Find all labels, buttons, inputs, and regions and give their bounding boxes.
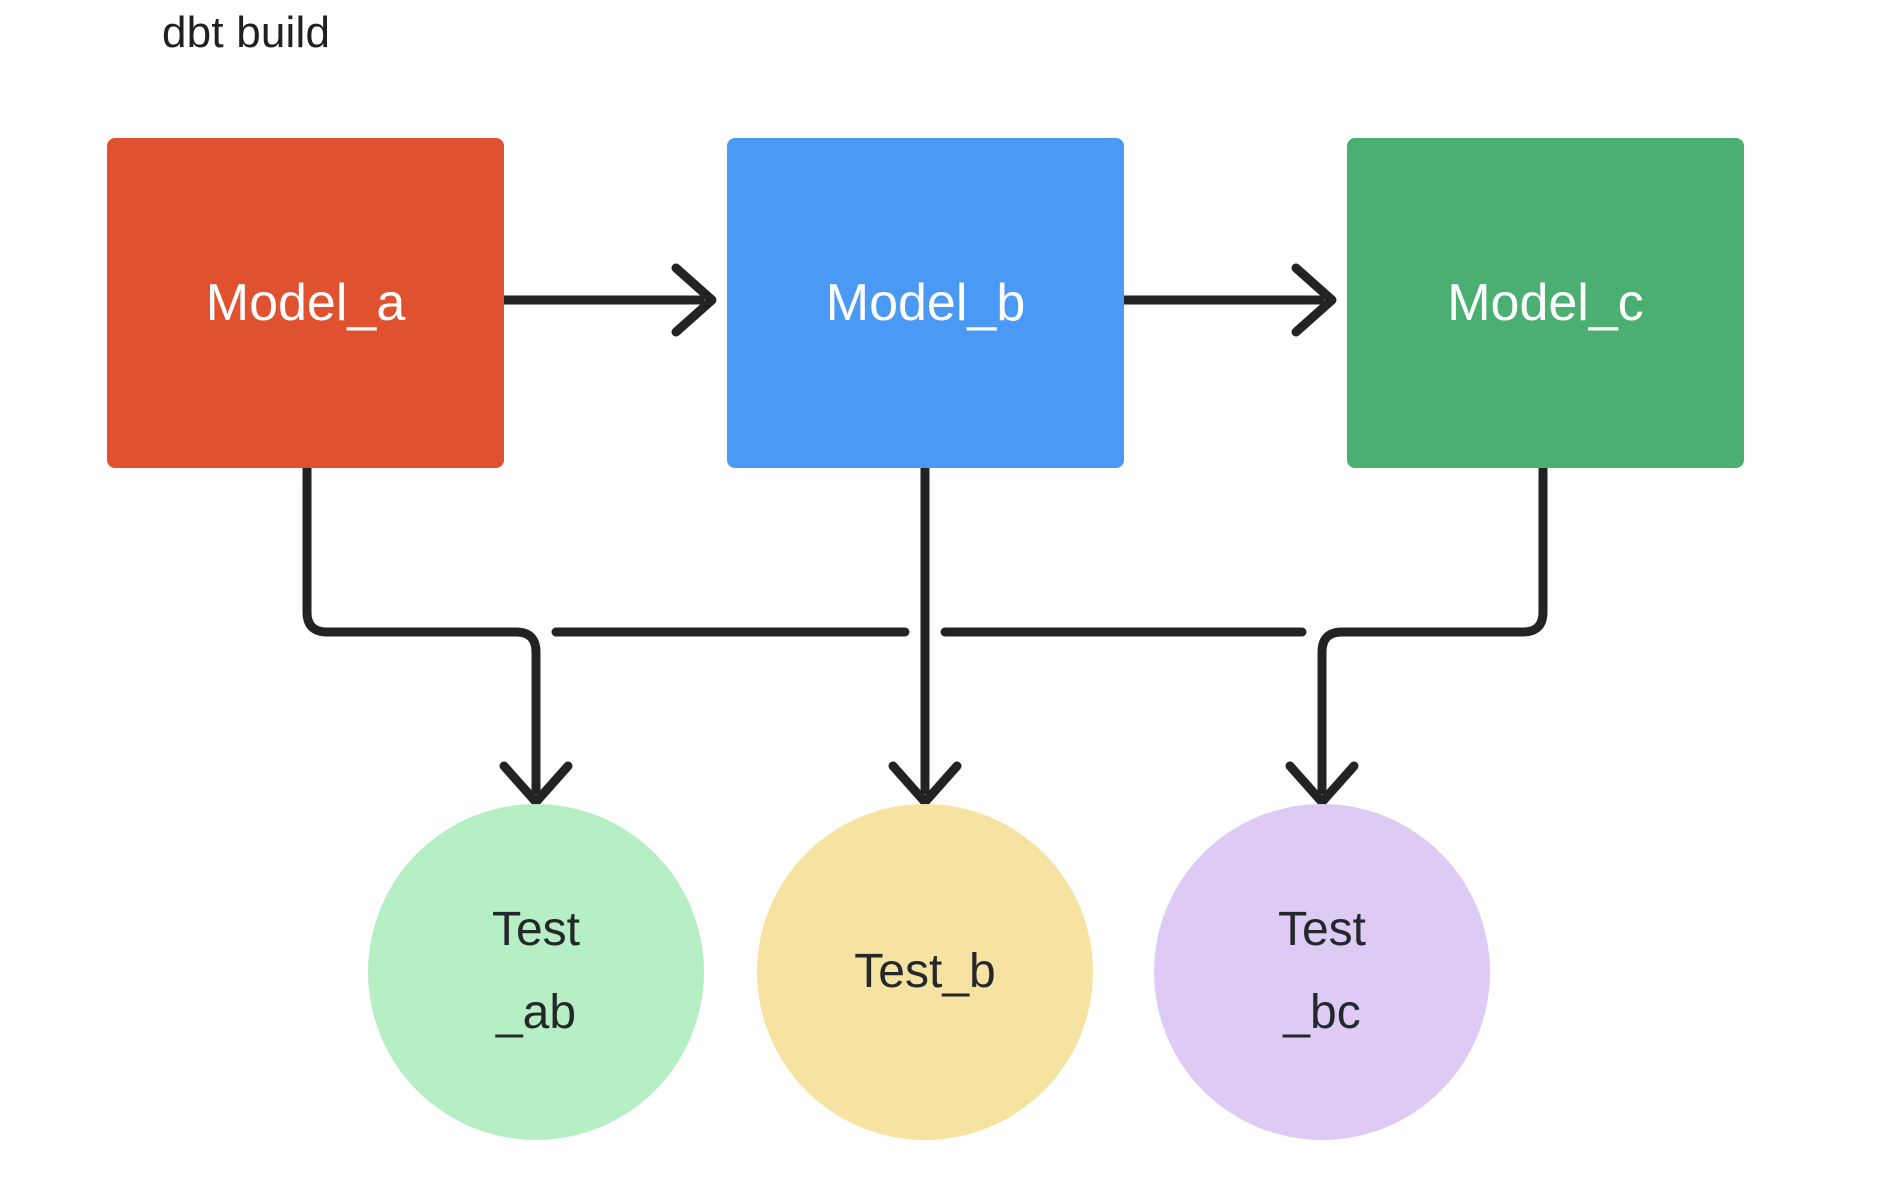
- node-model-b-label: Model_b: [825, 274, 1026, 332]
- node-model-a-label: Model_a: [205, 274, 406, 332]
- node-model-c-label: Model_c: [1447, 274, 1644, 332]
- arrowhead-into-test-ab: [499, 761, 573, 807]
- arrowhead-model-a-to-model-b: [671, 263, 717, 337]
- node-model-c[interactable]: Model_c: [1347, 138, 1744, 468]
- node-test-b[interactable]: Test_b: [757, 804, 1093, 1140]
- node-test-bc-label: Test _bc: [1277, 903, 1367, 1039]
- page-title: dbt build: [162, 8, 331, 57]
- node-model-b[interactable]: Model_b: [727, 138, 1124, 468]
- node-test-ab-label: Test _ab: [491, 903, 581, 1039]
- arrowhead-model-b-to-model-c: [1291, 263, 1337, 337]
- arrowhead-into-test-b: [888, 761, 962, 807]
- node-test-bc[interactable]: Test _bc: [1154, 804, 1490, 1140]
- edge-model-c-to-test-bc: [1317, 463, 1548, 795]
- node-test-ab[interactable]: Test _ab: [368, 804, 704, 1140]
- node-test-b-label: Test_b: [854, 944, 996, 998]
- arrowhead-into-test-bc: [1285, 761, 1359, 807]
- edge-model-a-to-test-ab: [302, 463, 541, 795]
- node-model-a[interactable]: Model_a: [107, 138, 504, 468]
